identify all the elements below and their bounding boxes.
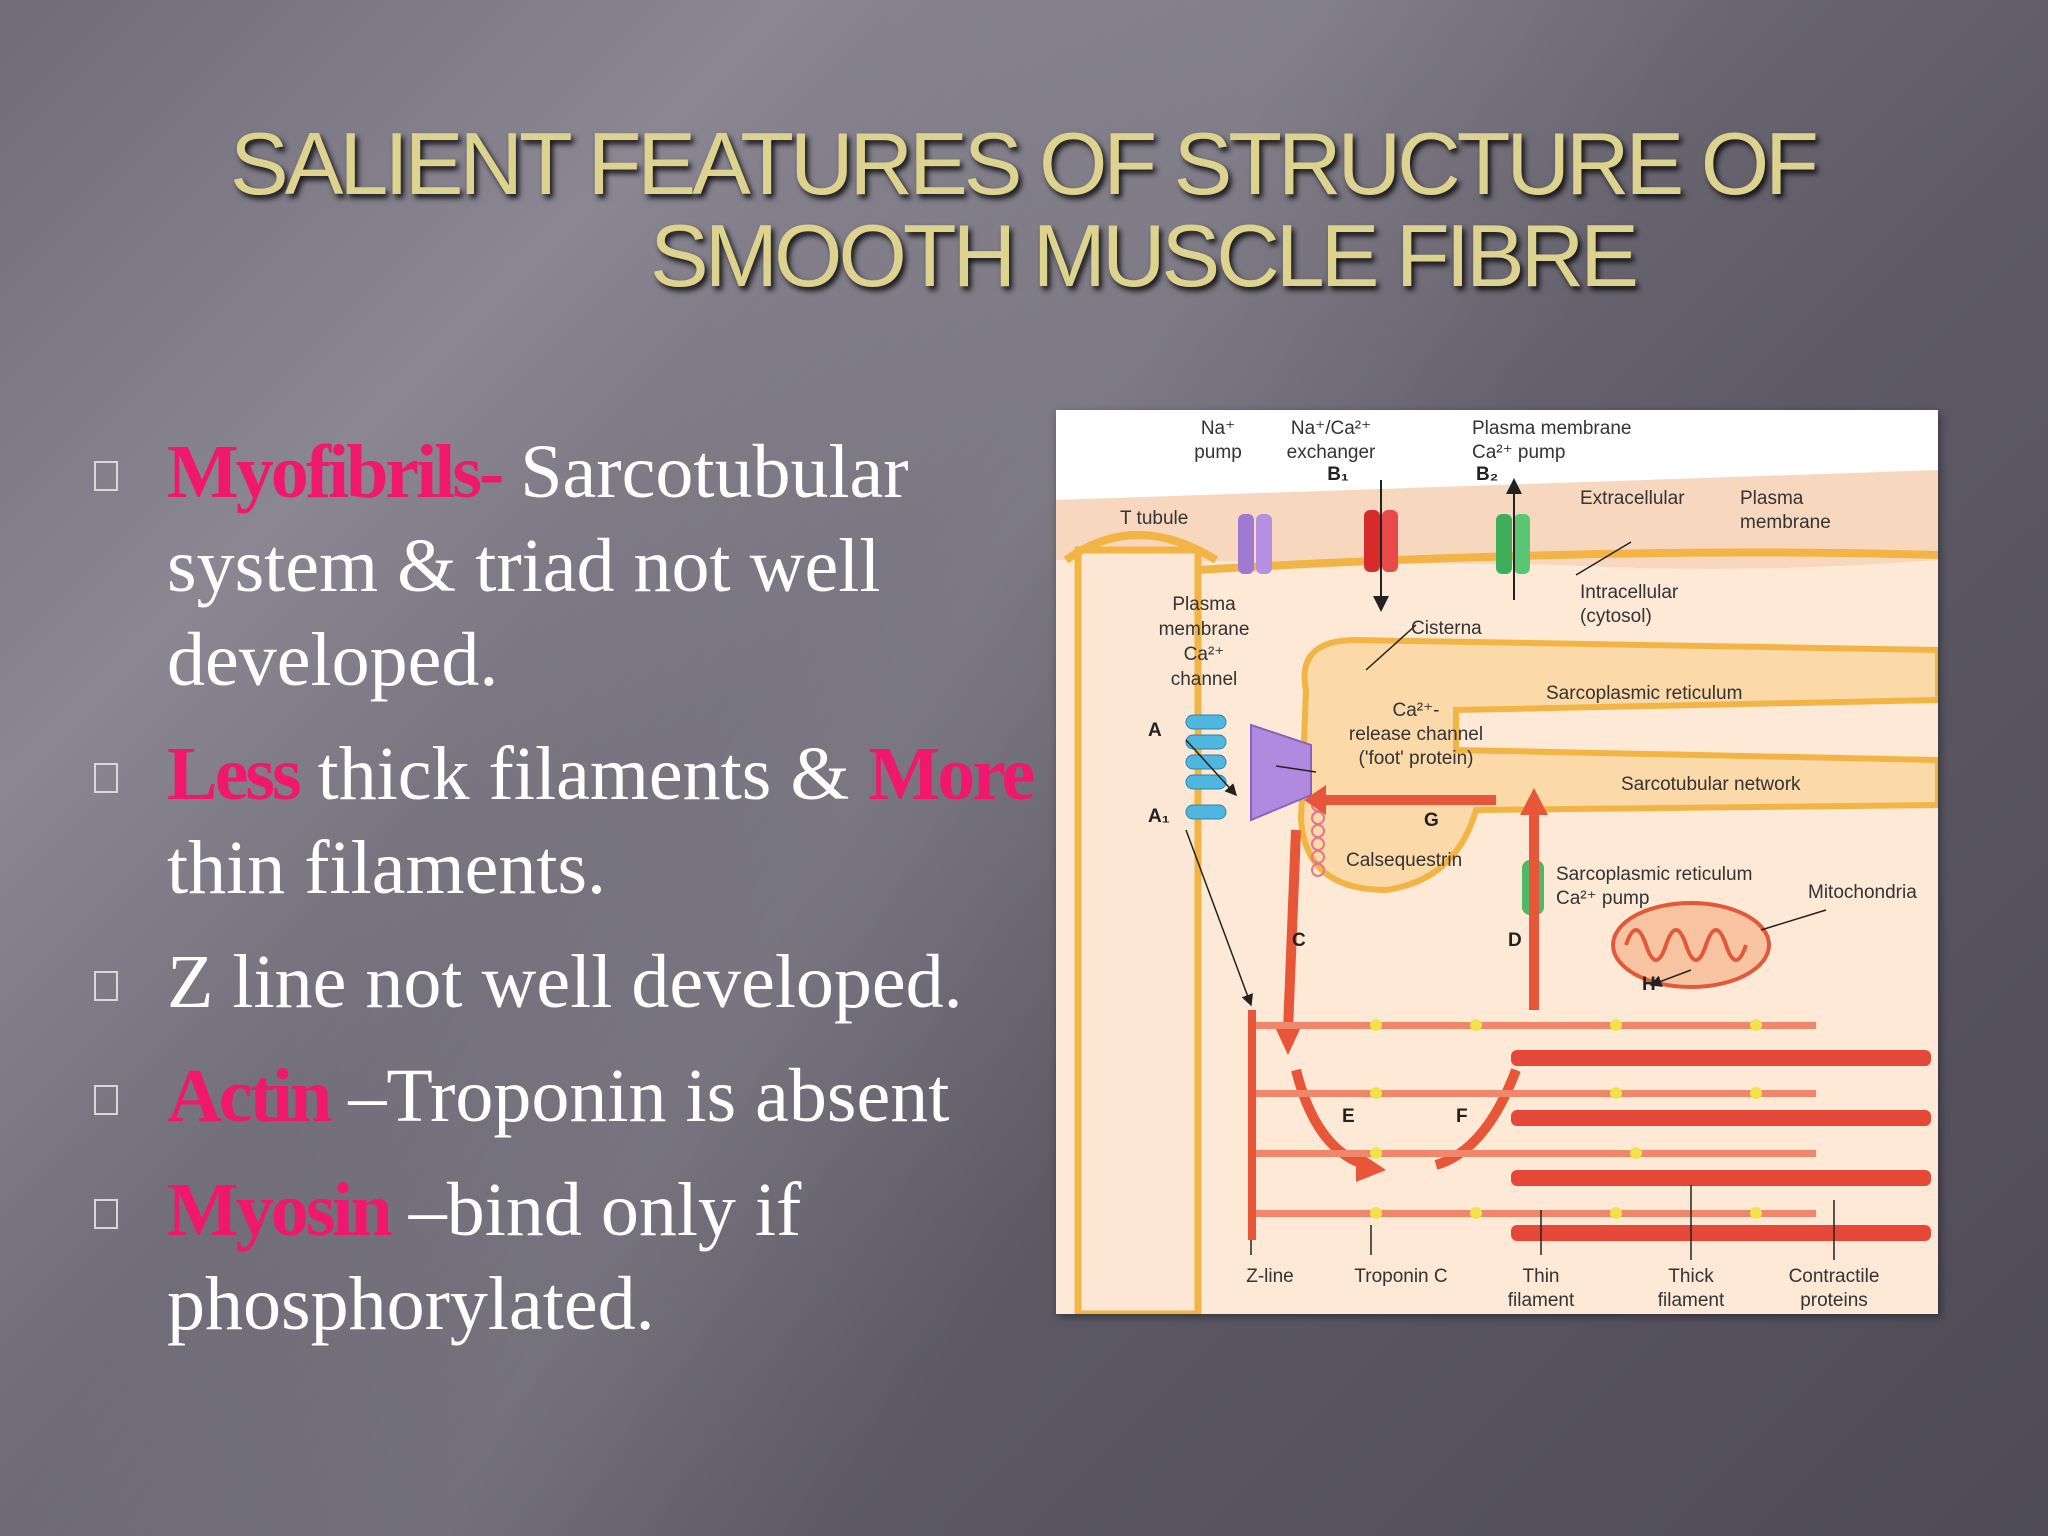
t-tubule-top: [1063, 531, 1219, 564]
label-release-channel: ('foot' protein): [1359, 748, 1474, 769]
muscle-cell-diagram: Na⁺ pump Na⁺/Ca²⁺ exchanger B₁ Plasma me…: [1056, 410, 1938, 1314]
bullet-actin: Actin –Troponin is absent: [92, 1049, 1102, 1143]
bullet-keyword: Myosin: [167, 1168, 393, 1252]
ca-channel-icon: [1185, 714, 1227, 820]
bullet-keyword: Less: [167, 732, 302, 816]
label-z-line: Z-line: [1246, 1266, 1294, 1287]
label-f: F: [1456, 1106, 1468, 1127]
label-pm-channel: membrane: [1159, 619, 1250, 640]
label-extracellular: Extracellular: [1580, 488, 1685, 509]
bullet-marker-icon: [94, 1085, 118, 1115]
label-sarcotubular: Sarcotubular network: [1621, 774, 1801, 795]
label-pm-channel: Plasma: [1172, 594, 1236, 615]
bullet-text: Z line not well developed.: [167, 940, 963, 1024]
foot-protein-icon: [1250, 723, 1312, 822]
label-b1: B₁: [1327, 464, 1349, 485]
diagram-svg: Na⁺ pump Na⁺/Ca²⁺ exchanger B₁ Plasma me…: [1056, 418, 1938, 1314]
label-sr: Sarcoplasmic reticulum: [1546, 683, 1742, 704]
label-release-channel: Ca²⁺-: [1393, 700, 1440, 721]
label-b2: B₂: [1476, 464, 1498, 485]
label-thick-filament: Thick: [1668, 1266, 1714, 1287]
title-line-1: SALIENT FEATURES OF STRUCTURE OF: [230, 114, 1819, 213]
label-e: E: [1342, 1106, 1355, 1127]
bullet-text: Sarcotubular system & triad not well dev…: [167, 430, 909, 702]
label-thin-filament: Thin: [1523, 1266, 1560, 1287]
mitochondria-icon: [1611, 901, 1771, 989]
label-contractile-proteins: proteins: [1800, 1290, 1868, 1311]
label-contractile-proteins: Contractile: [1789, 1266, 1880, 1287]
bullet-keyword: Actin: [167, 1054, 332, 1138]
bullet-list: Myofibrils- Sarcotubular system & triad …: [92, 425, 1102, 1371]
label-serca: Sarcoplasmic reticulum: [1556, 864, 1752, 885]
label-cisterna: Cisterna: [1411, 618, 1482, 639]
bullet-text-2: thin filaments.: [167, 826, 607, 910]
label-g: G: [1424, 810, 1439, 831]
label-mitochondria: Mitochondria: [1808, 882, 1917, 903]
bullet-myofibrils: Myofibrils- Sarcotubular system & triad …: [92, 425, 1102, 707]
sarcoplasmic-reticulum: [1297, 636, 1938, 894]
exchanger-icon: [1364, 480, 1398, 612]
bullet-keyword-2: More: [868, 732, 1035, 816]
title-line-2: SMOOTH MUSCLE FIBRE: [650, 206, 1639, 305]
bullet-keyword: Myofibrils-: [167, 430, 504, 514]
label-a: A: [1148, 720, 1162, 741]
label-serca: Ca²⁺ pump: [1556, 888, 1649, 909]
label-exchanger: Na⁺/Ca²⁺: [1291, 418, 1371, 439]
bullet-marker-icon: [94, 763, 118, 793]
label-na-pump: pump: [1194, 442, 1242, 463]
bullet-text: thick filaments &: [298, 732, 869, 816]
label-thick-filament: filament: [1658, 1290, 1725, 1311]
bullet-marker-icon: [94, 971, 118, 1001]
slide-title: SALIENT FEATURES OF STRUCTURE OF SMOOTH …: [230, 118, 1880, 302]
label-plasma-membrane: Plasma: [1740, 488, 1804, 509]
label-h: H: [1642, 974, 1656, 995]
bullet-filaments: Less thick filaments & More thin filamen…: [92, 727, 1102, 915]
calcium-flow-arrows: [1274, 785, 1548, 1182]
label-thin-filament: filament: [1508, 1290, 1575, 1311]
label-calsequestrin: Calsequestrin: [1346, 850, 1462, 871]
label-intracellular: Intracellular: [1580, 582, 1679, 603]
plasma-membrane-line: [1197, 548, 1938, 574]
bullet-z-line: Z line not well developed.: [92, 935, 1102, 1029]
pointer-lines: [1185, 541, 1835, 1260]
label-pm-channel: channel: [1171, 669, 1238, 690]
label-pmca: Ca²⁺ pump: [1472, 442, 1565, 463]
pmca-pump-icon: [1496, 478, 1530, 600]
label-intracellular: (cytosol): [1580, 606, 1652, 627]
label-c: C: [1292, 930, 1306, 951]
label-na-pump: Na⁺: [1201, 418, 1235, 439]
bullet-marker-icon: [94, 1199, 118, 1229]
label-pmca: Plasma membrane: [1472, 418, 1631, 439]
bullet-marker-icon: [94, 461, 118, 491]
bullet-text: –Troponin is absent: [329, 1054, 950, 1138]
label-troponin-c: Troponin C: [1354, 1266, 1447, 1287]
label-a1: A₁: [1148, 806, 1170, 827]
label-pm-channel: Ca²⁺: [1184, 644, 1225, 665]
bullet-text: –bind only if phosphorylated.: [167, 1168, 802, 1346]
label-plasma-membrane: membrane: [1740, 512, 1831, 533]
label-release-channel: release channel: [1349, 724, 1483, 745]
label-exchanger: exchanger: [1287, 442, 1376, 463]
bullet-myosin: Myosin –bind only if phosphorylated.: [92, 1163, 1102, 1351]
na-pump-icon: [1238, 514, 1272, 574]
label-t-tubule: T tubule: [1120, 508, 1188, 529]
label-d: D: [1508, 930, 1522, 951]
t-tubule: [1074, 546, 1202, 1314]
contractile-filaments: [1248, 1010, 1931, 1241]
